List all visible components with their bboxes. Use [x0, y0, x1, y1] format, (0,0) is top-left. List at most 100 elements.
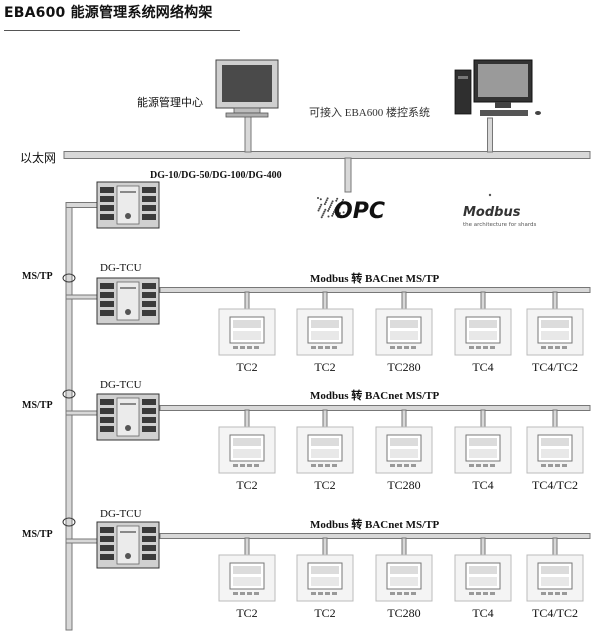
thermostat-display-row [390, 449, 418, 458]
gateway-device-icon [96, 181, 160, 229]
opc-logo-dot [337, 215, 340, 218]
thermostat-button [548, 464, 553, 467]
thermostat-button [490, 346, 495, 349]
device-terminal [100, 417, 114, 423]
mstp-label-1: MS/TP [22, 271, 53, 282]
thermostat-drop [552, 409, 558, 429]
device-faceplate [116, 185, 140, 225]
thermostat-button [562, 592, 567, 595]
thermostat-drop [401, 409, 407, 429]
mstp-trunk [65, 202, 73, 631]
thermostat-button [318, 346, 323, 349]
device-terminal [100, 554, 114, 560]
opc-logo-dot [318, 207, 321, 210]
opc-logo-dot [333, 209, 336, 212]
thermostat-display-row [469, 320, 497, 328]
thermostat-button [555, 592, 560, 595]
pc-tower [454, 69, 472, 115]
mstp-loop-3 [62, 517, 76, 527]
thermostat-icon [296, 308, 354, 356]
device-terminal [142, 399, 156, 405]
opc-logo-dot [342, 211, 345, 214]
opc-logo-dot [324, 201, 327, 204]
thermostat-button [469, 592, 474, 595]
pc-screen [478, 64, 528, 97]
thermostat-button [332, 346, 337, 349]
device-terminal [142, 417, 156, 423]
thermostat-icon [296, 554, 354, 602]
device-terminal [142, 292, 156, 298]
pc-mouse [535, 111, 541, 115]
opc-logo-dot [324, 208, 327, 211]
thermostat-display-row [469, 577, 497, 586]
thermostat-icon [218, 554, 276, 602]
thermostat-display-row [541, 438, 569, 446]
bus-label-1: Modbus 转 BACnet MS/TP [310, 273, 440, 285]
mstp-loop-2 [62, 389, 76, 399]
pc-keyboard [480, 110, 528, 116]
opc-logo-dot [329, 204, 332, 207]
thermostat-drop [322, 409, 328, 429]
opc-logo-dot [323, 203, 326, 206]
thermostat-drop [244, 409, 250, 429]
thermostat-icon [375, 554, 433, 602]
opc-logo-dot [339, 204, 342, 207]
thermostat-button [548, 346, 553, 349]
mstp-loop-1 [62, 273, 76, 283]
thermostat-drop [244, 537, 250, 557]
opc-logo-dot [322, 212, 325, 215]
thermostat-button [555, 346, 560, 349]
thermostat-display-row [541, 577, 569, 586]
tcu-device-icon [96, 393, 160, 441]
thermostat-button [397, 346, 402, 349]
thermostat-drop [401, 537, 407, 557]
pc-drive [458, 76, 468, 79]
thermostat-icon [218, 426, 276, 474]
opc-logo-dot [330, 202, 333, 205]
thermostat-drop [480, 537, 486, 557]
monitor-base [225, 112, 269, 118]
opc-logo-dot [340, 202, 343, 205]
thermostat-button [247, 464, 252, 467]
rs485-bus-3 [159, 533, 591, 539]
device-terminal [142, 527, 156, 533]
tcu-device-icon [96, 521, 160, 569]
opc-drop [344, 157, 352, 193]
thermostat-display-row [311, 577, 339, 586]
thermostat-button [469, 464, 474, 467]
thermostat-drop [244, 291, 250, 311]
device-terminal [100, 527, 114, 533]
mstp-label-3: MS/TP [22, 529, 53, 540]
thermostat-button [404, 464, 409, 467]
thermostat-label: TC4/TC2 [532, 478, 578, 492]
thermostat-button [325, 592, 330, 595]
modbus-logo-dot [488, 193, 492, 197]
opc-logo-dot [338, 212, 341, 215]
thermostat-display-row [469, 331, 497, 340]
thermostat-label: TC280 [387, 478, 420, 492]
thermostat-button [247, 592, 252, 595]
device-terminal [142, 283, 156, 289]
opc-logo-dot [328, 206, 331, 209]
title-underline [4, 30, 240, 31]
thermostat-button [469, 346, 474, 349]
opc-logo-dot [331, 200, 334, 203]
device-terminal [100, 187, 114, 193]
thermostat-display-row [311, 566, 339, 574]
opc-logo-text: OPC [334, 199, 385, 224]
device-terminal [100, 214, 114, 220]
thermostat-drop [552, 291, 558, 311]
desktop-pc-icon [454, 59, 541, 116]
device-terminal [142, 187, 156, 193]
device-terminal [142, 536, 156, 542]
thermostat-button [490, 464, 495, 467]
opc-logo-dot [317, 209, 320, 212]
thermostat-button [233, 592, 238, 595]
monitor-icon [215, 59, 279, 118]
device-label-strip [120, 287, 136, 289]
thermostat-button [325, 346, 330, 349]
thermostat-button [254, 346, 259, 349]
thermostat-button [247, 346, 252, 349]
thermostat-button [240, 592, 245, 595]
device-terminal [142, 554, 156, 560]
